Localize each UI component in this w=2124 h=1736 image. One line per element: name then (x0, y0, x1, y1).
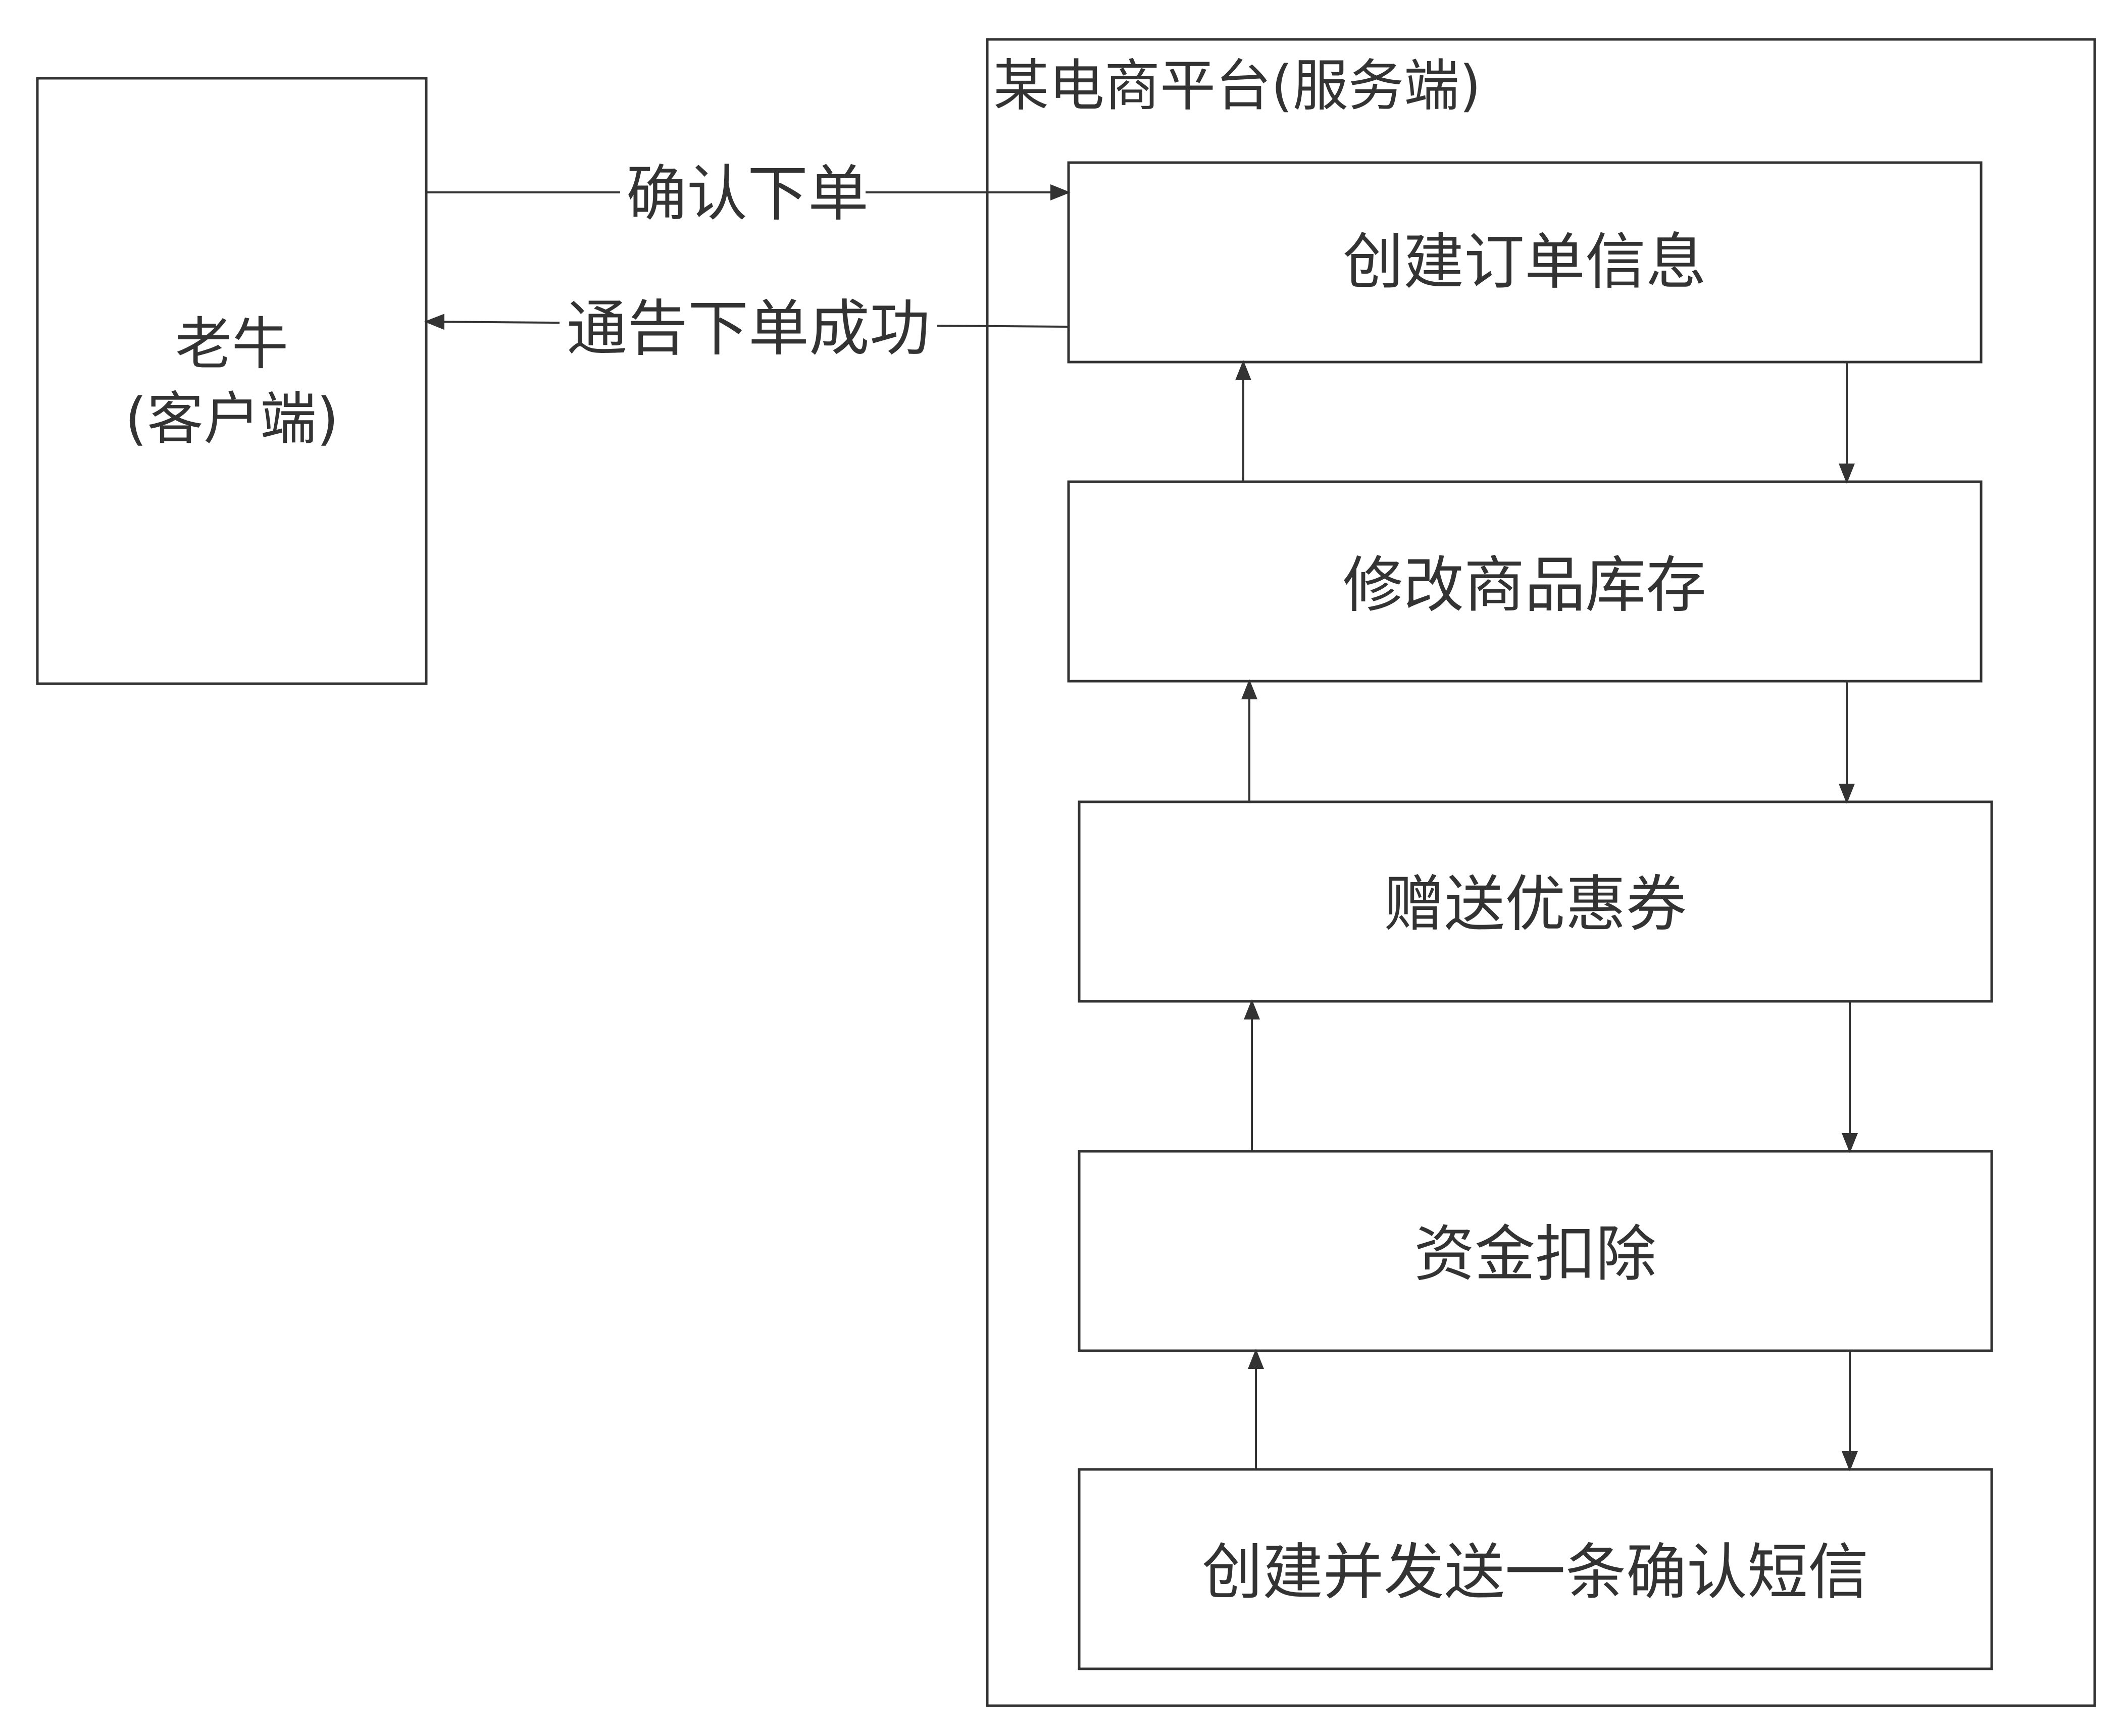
step-node-update-inventory: 修改商品库存 (1067, 480, 1983, 683)
server-container: 某电商平台(服务端) (986, 38, 2096, 1707)
client-name: 老牛 (175, 312, 288, 377)
response-edge-label: 通告下单成功 (567, 294, 930, 364)
step-label: 资金扣除 (1414, 1219, 1656, 1290)
step-node-send-sms: 创建并发送一条确认短信 (1078, 1468, 1993, 1670)
response-edge: 通告下单成功 (424, 287, 1069, 364)
server-title: 某电商平台(服务端) (993, 54, 1481, 118)
client-role: (客户端) (125, 386, 338, 452)
step-node-create-order: 创建订单信息 (1067, 161, 1983, 364)
request-edge: 确认下单 (426, 154, 1071, 230)
step-label: 创建订单信息 (1343, 227, 1706, 297)
step-node-deduct-funds: 资金扣除 (1078, 1150, 1993, 1352)
step-node-give-coupon: 赠送优惠券 (1078, 800, 1993, 1003)
client-node: 老牛 (客户端) (36, 77, 428, 685)
request-edge-label: 确认下单 (626, 159, 869, 229)
step-label: 创建并发送一条确认短信 (1202, 1538, 1868, 1608)
step-label: 修改商品库存 (1343, 550, 1706, 621)
step-label: 赠送优惠券 (1384, 870, 1687, 940)
